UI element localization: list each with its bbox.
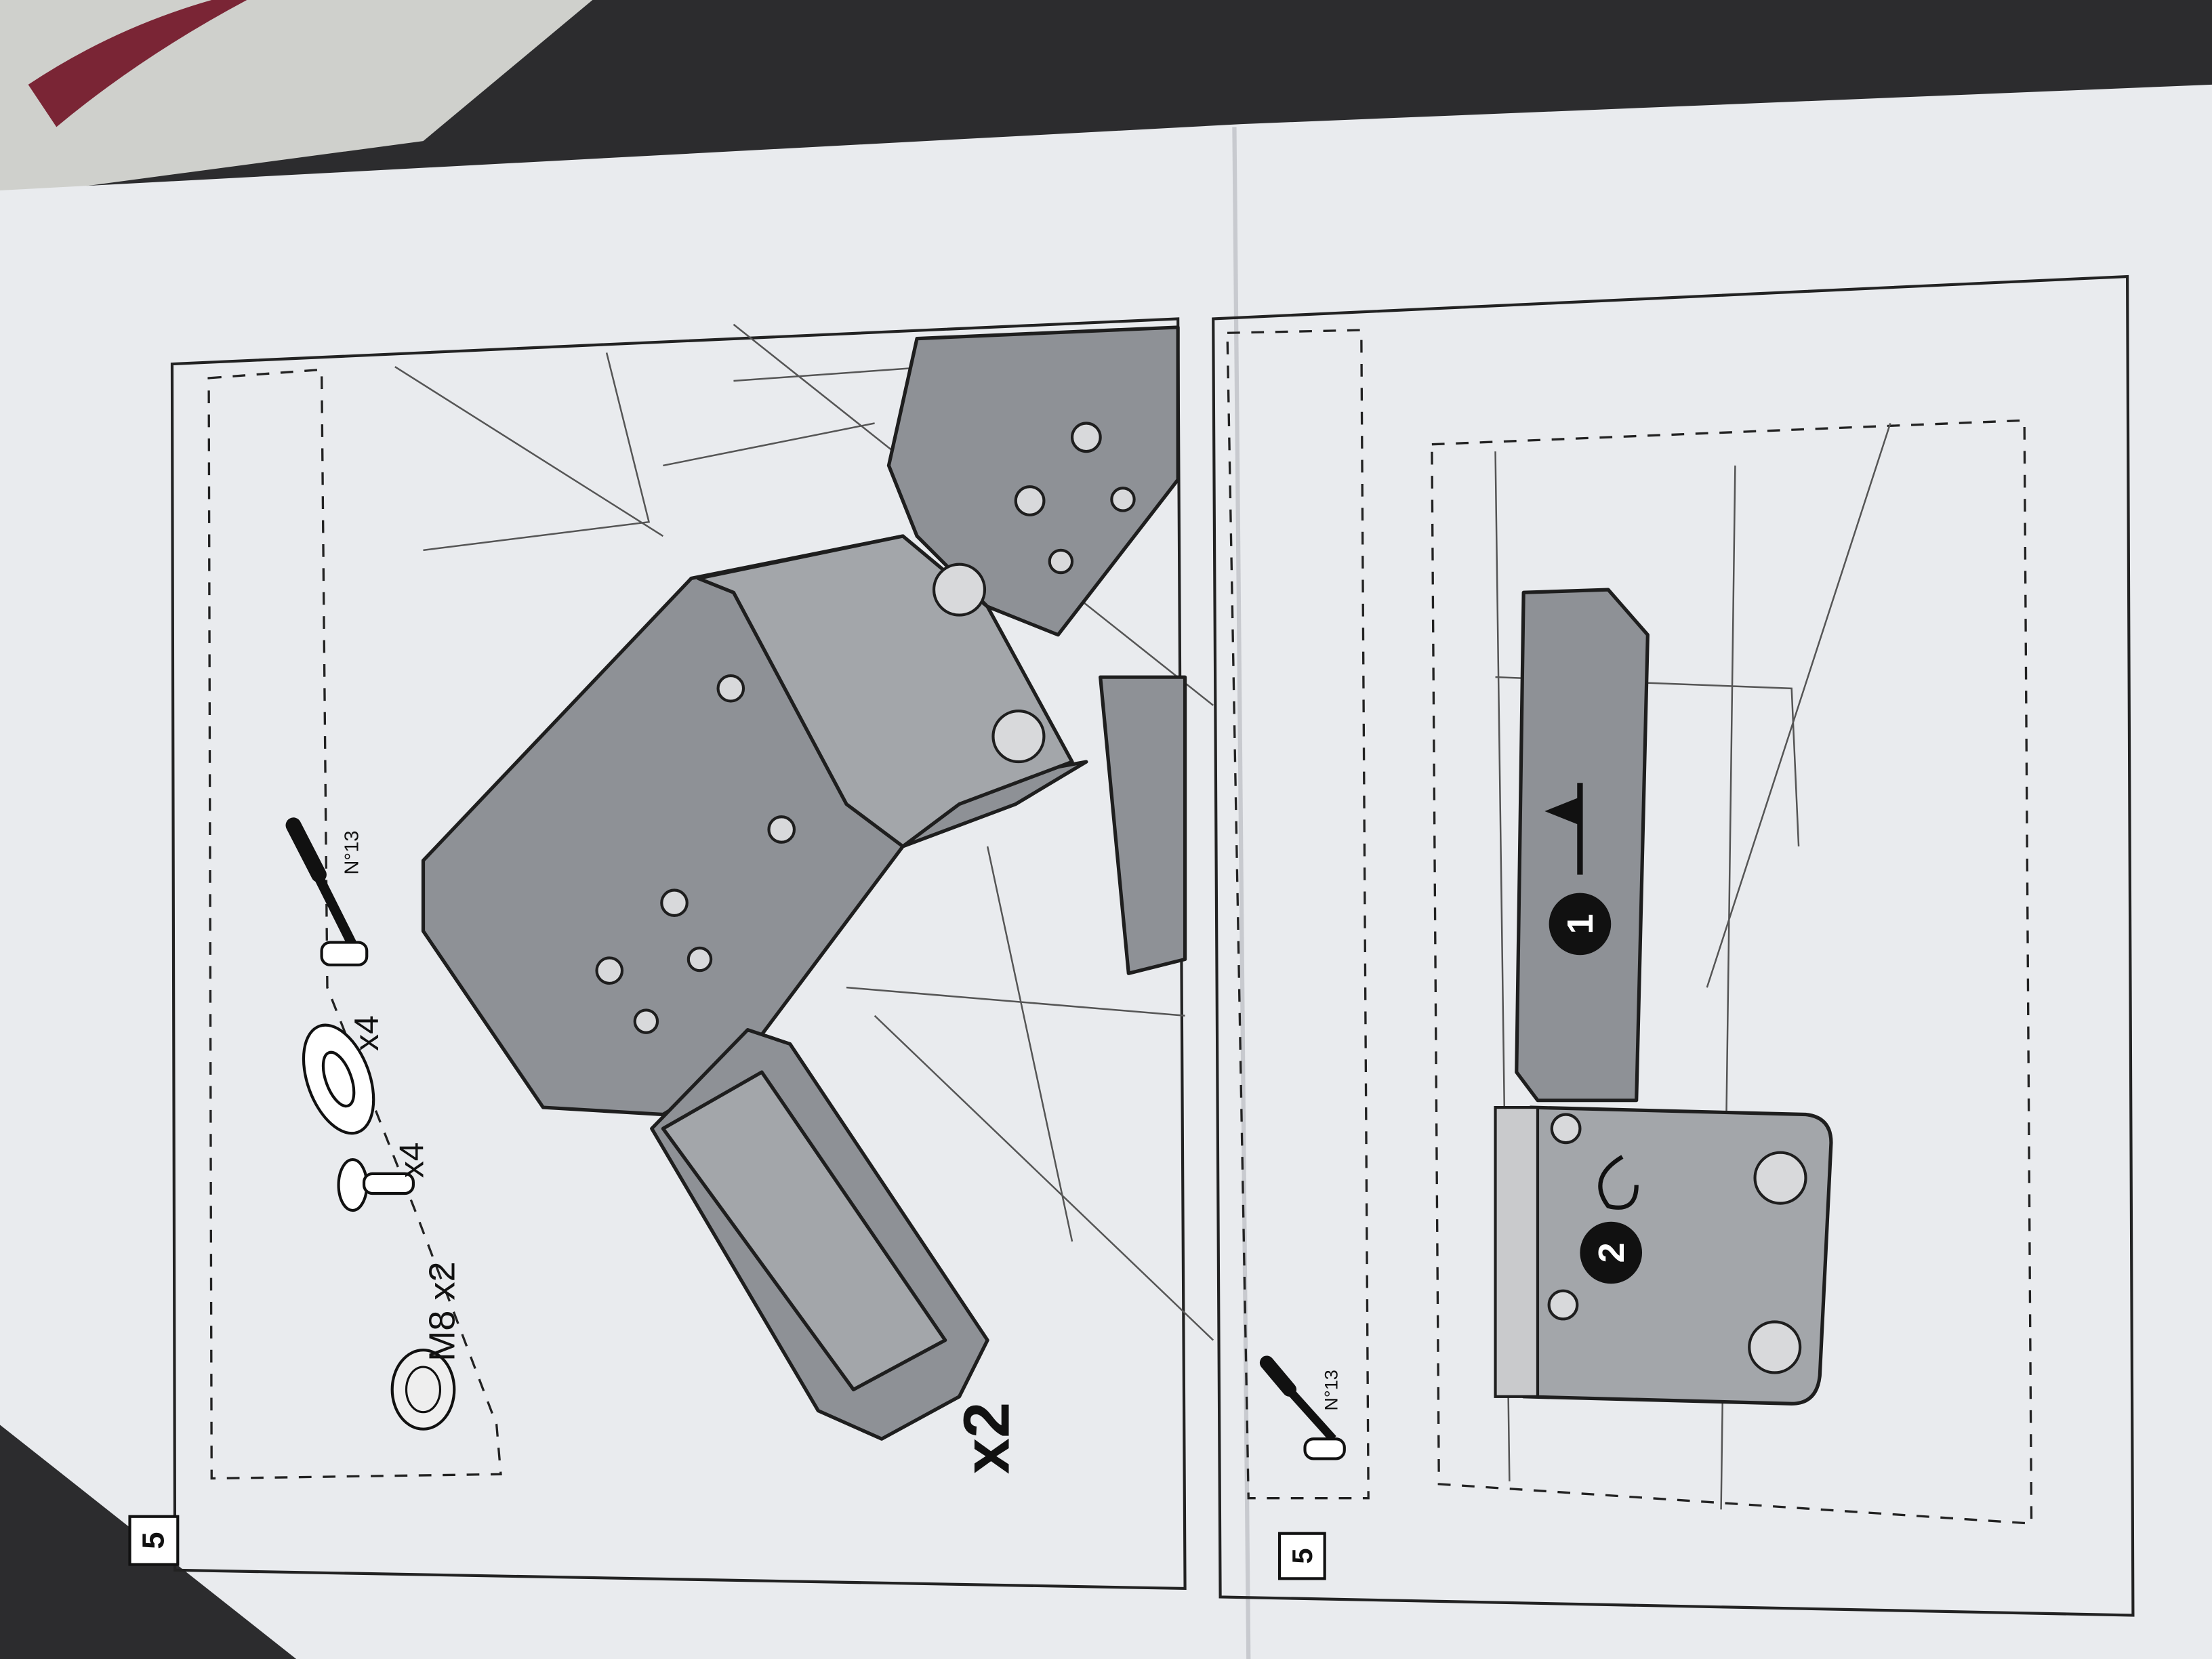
wrench-size: N°13 xyxy=(342,831,363,875)
nut-icon xyxy=(390,1349,456,1431)
bolt-quantity: x4 xyxy=(392,1142,430,1178)
carriage-bolt-icon xyxy=(337,1158,415,1212)
step-panel-mounting-brackets: 5 M8 x2 x4 x4 N°13 xyxy=(128,317,1214,1591)
step-marker-2-label: 2 xyxy=(1591,1242,1632,1263)
socket-wrench-icon-2 xyxy=(1259,1355,1346,1460)
step-number-box-2 xyxy=(1277,1532,1326,1580)
multiplier-label: x2 xyxy=(950,1402,1023,1475)
step-marker-1 xyxy=(1549,893,1612,956)
step-number: 5 xyxy=(136,1532,170,1549)
step-marker-2 xyxy=(1580,1221,1643,1284)
seat-red-trim xyxy=(28,0,247,127)
wrench-size-2: N°13 xyxy=(1321,1370,1341,1410)
tighten-rotate-arrow-icon xyxy=(1598,1155,1639,1210)
washer-icon xyxy=(302,1023,375,1135)
bracket-bolts xyxy=(595,422,1136,1034)
step-marker-1-label: 1 xyxy=(1560,914,1601,934)
nut-label: M8 x2 xyxy=(422,1261,462,1361)
step-number-box xyxy=(128,1515,180,1566)
step-panel-install-adjust: 5 N°13 1 2 xyxy=(1212,274,2135,1617)
socket-wrench-icon xyxy=(285,817,369,966)
slide-up-arrow-icon xyxy=(1544,783,1583,875)
washer-quantity: x4 xyxy=(348,1015,386,1051)
step-number-2: 5 xyxy=(1286,1548,1318,1563)
